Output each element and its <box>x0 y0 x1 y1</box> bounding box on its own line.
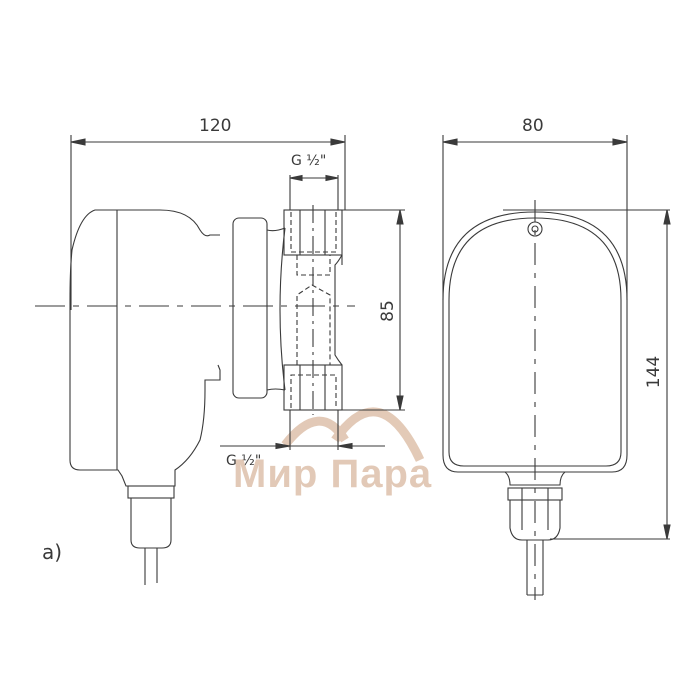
dim-label-120: 120 <box>199 116 232 136</box>
dim-85 <box>342 209 405 411</box>
watermark-logo-arcs <box>281 407 425 462</box>
pump-body <box>283 205 343 415</box>
dim-120 <box>70 135 346 310</box>
dim-80 <box>442 135 628 300</box>
dim-thread-bottom <box>220 410 385 450</box>
front-cable-gland <box>504 471 566 596</box>
watermark-text: Мир Пара <box>233 452 433 496</box>
front-housing <box>442 211 628 473</box>
side-cable-gland <box>127 485 175 585</box>
figure-label: a) <box>42 540 63 564</box>
dim-thread-top <box>289 174 339 210</box>
motor-housing <box>69 209 221 487</box>
flange-ring <box>232 217 268 399</box>
dim-label-144: 144 <box>644 355 665 389</box>
thread-label-bottom: G ½" <box>226 453 262 469</box>
dim-144 <box>550 209 671 540</box>
dim-label-80: 80 <box>522 116 544 136</box>
dim-label-85: 85 <box>377 300 398 322</box>
thread-label-top: G ½" <box>291 153 327 169</box>
